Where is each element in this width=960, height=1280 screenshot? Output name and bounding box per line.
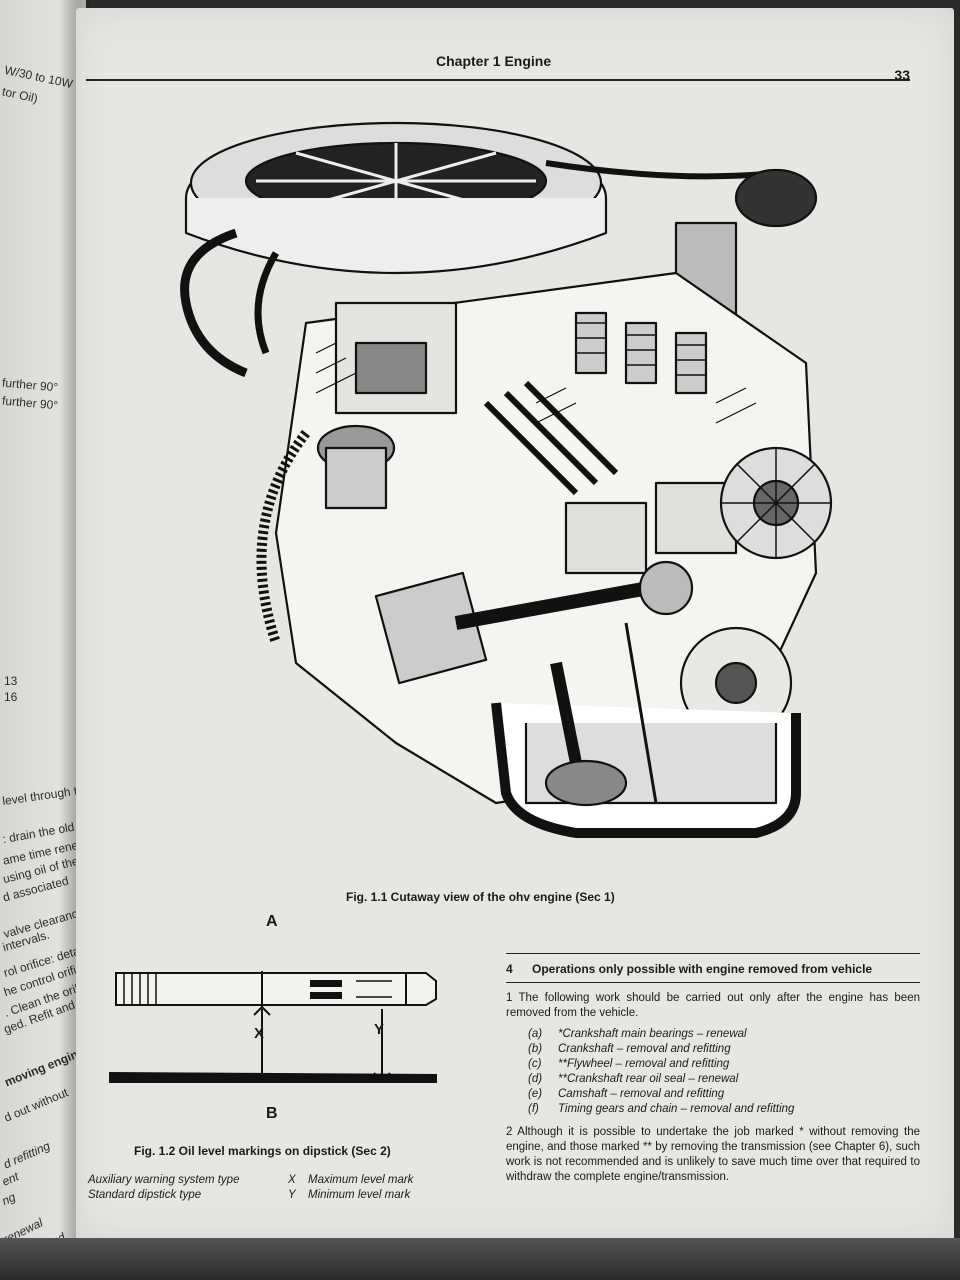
legend-left-2: Standard dipstick type: [88, 1189, 202, 1201]
section-4: 4 Operations only possible with engine re…: [506, 953, 920, 1191]
dipstick-label-a: A: [266, 913, 278, 930]
dipstick-figure: A X Y B: [106, 913, 446, 1122]
operations-list: (a)*Crankshaft main bearings – renewal (…: [528, 1027, 920, 1117]
facing-text: further 90°: [1, 375, 59, 395]
legend-right-2: Minimum level mark: [308, 1189, 411, 1201]
list-item: (f)Timing gears and chain – removal and …: [528, 1103, 795, 1115]
facing-text: d refitting: [1, 1138, 53, 1172]
chapter-title: Chapter 1 Engine: [436, 53, 552, 69]
page-number: 33: [894, 67, 910, 83]
section-4-heading: 4 Operations only possible with engine re…: [506, 954, 920, 983]
list-item: (a)*Crankshaft main bearings – renewal: [528, 1028, 747, 1040]
dipstick-label-b: B: [266, 1105, 278, 1122]
engine-cutaway-illustration: [180, 121, 833, 838]
list-item: (e)Camshaft – removal and refitting: [528, 1088, 725, 1100]
list-item: (c)**Flywheel – removal and refitting: [528, 1058, 730, 1070]
legend-key-y: Y: [288, 1189, 296, 1201]
legend-left-1: Auxiliary warning system type: [88, 1174, 240, 1186]
list-item: (b)Crankshaft – removal and refitting: [528, 1043, 731, 1055]
page-bottom-edge: [0, 1238, 960, 1280]
facing-text: further 90°: [1, 393, 59, 413]
figure-2-caption: Fig. 1.2 Oil level markings on dipstick …: [134, 1144, 391, 1158]
dipstick-drawing: [109, 971, 437, 1083]
facing-text: ent: [0, 1169, 21, 1189]
page-header: Chapter 1 Engine 33: [86, 53, 910, 83]
legend-key-x: X: [288, 1174, 296, 1186]
legend-right-1: Maximum level mark: [308, 1174, 414, 1186]
paragraph-1: 1 The following work should be carried o…: [506, 992, 920, 1019]
section-title: Operations only possible with engine rem…: [532, 962, 873, 976]
facing-text: tor Oil): [0, 84, 40, 106]
list-item: (d)**Crankshaft rear oil seal – renewal: [528, 1073, 739, 1085]
dipstick-label-x: X: [254, 1025, 265, 1042]
facing-text: ng: [0, 1189, 18, 1209]
manual-page: Chapter 1 Engine 33: [76, 8, 954, 1240]
facing-text: 16: [4, 690, 18, 704]
figure-1-caption: Fig. 1.1 Cutaway view of the ohv engine …: [346, 890, 615, 904]
paragraph-2: 2 Although it is possible to undertake t…: [506, 1126, 920, 1183]
facing-text: 13: [4, 674, 18, 688]
dipstick-label-y: Y: [374, 1021, 385, 1038]
section-number: 4: [506, 962, 513, 976]
facing-page: W/30 to 10W tor Oil) further 90° further…: [0, 0, 86, 1280]
